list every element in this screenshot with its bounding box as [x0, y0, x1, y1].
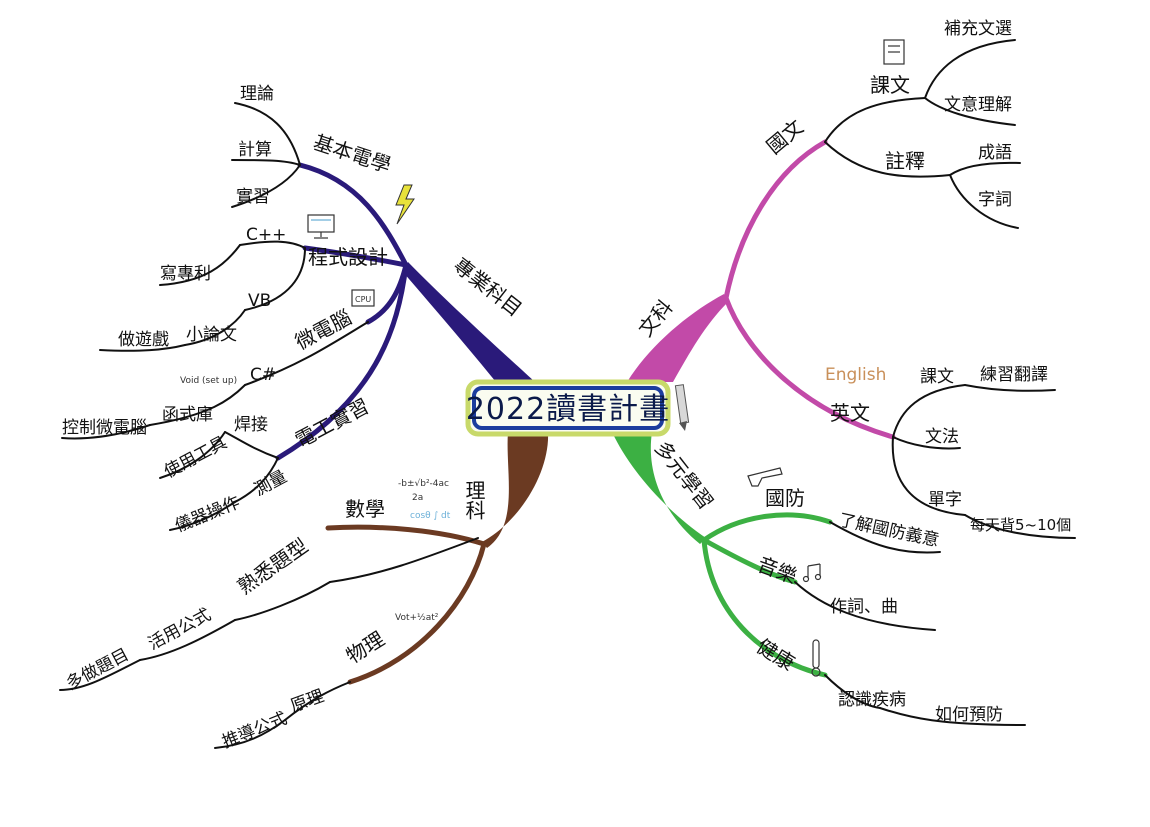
label-english-text: 課文 [920, 367, 954, 387]
computer-icon [307, 214, 335, 239]
label-english: 英文 [830, 401, 870, 425]
math-annotation-1: -b±√b²-4ac [398, 478, 449, 489]
leaf-calculation: 計算 [238, 140, 272, 160]
label-math: 數學 [345, 497, 385, 521]
leaf-practice: 實習 [236, 187, 270, 207]
label-grammar: 文法 [925, 427, 959, 447]
label-electrician: 電工實習 [291, 394, 373, 453]
leaf-prevent: 如何預防 [935, 705, 1003, 725]
leaf-translation: 練習翻譯 [980, 365, 1048, 385]
pencil-icon [674, 384, 690, 431]
center-node: 2022讀書計畫 [465, 379, 671, 437]
label-cpp: C++ [246, 225, 286, 245]
leaf-idiom: 成語 [978, 143, 1012, 163]
label-health: 健康 [752, 634, 799, 676]
label-defense: 國防 [765, 486, 805, 510]
label-multi: 多元學習 [650, 436, 718, 514]
label-music: 音樂 [754, 552, 800, 588]
label-science: 理科 [462, 480, 486, 520]
label-vocab: 單字 [928, 490, 962, 510]
lightning-icon [395, 184, 415, 225]
leaf-theory: 理論 [240, 84, 274, 104]
leaf-instrument: 儀器操作 [172, 493, 243, 537]
leaf-words: 字詞 [978, 190, 1012, 210]
csharp-annotation: Void (set up) [180, 376, 237, 386]
leaf-supplement: 補充文選 [944, 19, 1012, 39]
leaf-control: 控制微電腦 [62, 418, 147, 438]
label-physics: 物理 [342, 627, 389, 669]
label-chinese: 國文 [762, 115, 808, 159]
label-principle: 原理 [288, 686, 327, 716]
leaf-derive: 推導公式 [219, 709, 290, 753]
physics-annotation: Vot+½at² [395, 613, 439, 623]
svg-text:CPU: CPU [355, 295, 371, 304]
branch-multi [612, 432, 706, 544]
label-microcomputer: 微電腦 [291, 305, 355, 354]
branch-liberal [627, 294, 728, 382]
leaf-essay: 小論文 [186, 325, 237, 345]
leaf-apply-formula: 活用公式 [145, 605, 214, 655]
science-subtree [59, 524, 487, 749]
book-icon [883, 39, 905, 65]
leaf-disease: 認識疾病 [838, 690, 906, 710]
major-subtree [61, 102, 409, 531]
gun-icon [747, 467, 783, 487]
label-notes: 註釋 [885, 149, 925, 173]
leaf-patent: 寫專利 [160, 264, 211, 284]
music-note-icon [802, 563, 822, 583]
branch-science [482, 432, 549, 548]
chip-icon: CPU [351, 289, 375, 307]
label-chinese-text: 課文 [870, 73, 910, 97]
leaf-comprehension: 文意理解 [944, 95, 1012, 115]
thermometer-icon [811, 639, 821, 677]
liberal-subtree [723, 39, 1076, 539]
label-vb: VB [248, 291, 271, 311]
math-annotation-2: 2a [412, 493, 423, 503]
label-welding: 焊接 [234, 415, 268, 435]
leaf-daily-vocab: 每天背5~10個 [970, 516, 1071, 534]
english-tag: English [825, 365, 886, 385]
leaf-tools: 使用工具 [160, 432, 230, 482]
math-annotation-3: cosθ ∫ dt [410, 511, 451, 521]
leaf-defense-meaning: 了解國防義意 [837, 510, 941, 551]
label-measuring: 測量 [251, 467, 290, 501]
leaf-compose: 作詞、曲 [830, 597, 898, 617]
leaf-library: 函式庫 [162, 405, 213, 425]
label-csharp: C# [250, 365, 276, 385]
label-familiar: 熟悉題型 [233, 534, 312, 600]
branch-major [403, 262, 535, 382]
multi-subtree [701, 512, 1026, 726]
center-title: 2022讀書計畫 [466, 392, 670, 427]
label-programming: 程式設計 [308, 245, 388, 269]
main-branches [403, 262, 728, 548]
label-major: 專業科目 [449, 253, 527, 321]
leaf-game: 做遊戲 [118, 330, 169, 350]
